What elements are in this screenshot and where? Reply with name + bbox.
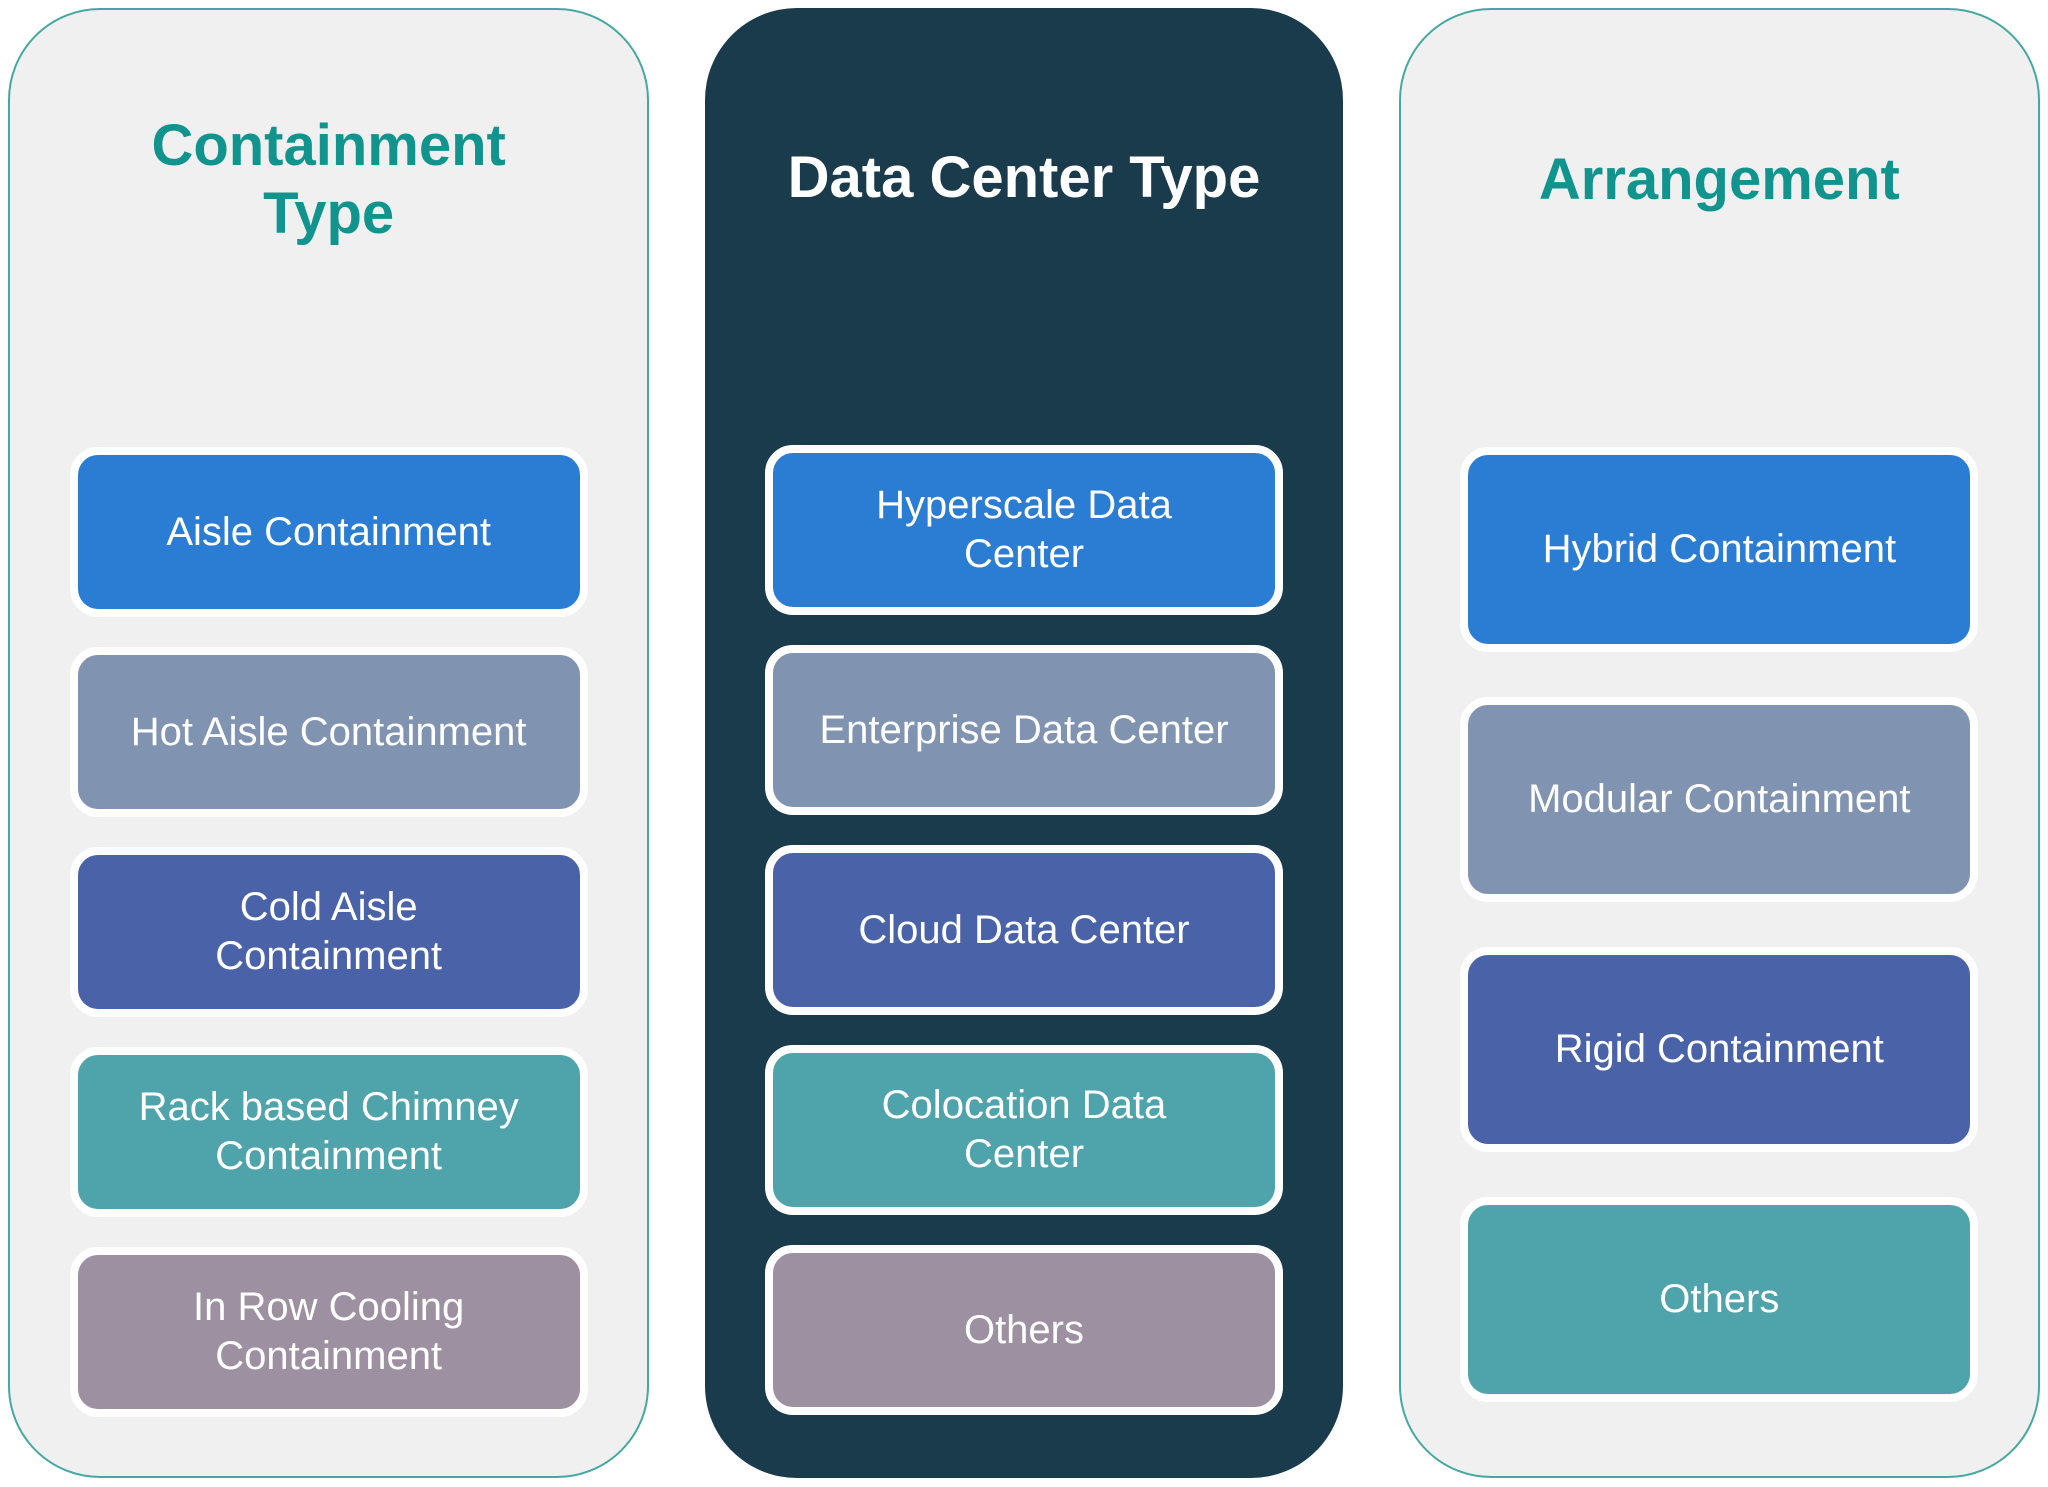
box-label: In Row Cooling Containment bbox=[193, 1285, 465, 1378]
data-center-type-boxes: Hyperscale Data Center Enterprise Data C… bbox=[705, 445, 1342, 1415]
data-center-type-title: Data Center Type bbox=[705, 78, 1342, 278]
box-rigid-containment: Rigid Containment bbox=[1460, 947, 1979, 1152]
box-label: Hot Aisle Containment bbox=[130, 709, 527, 754]
arrangement-title-text: Arrangement bbox=[1538, 146, 1900, 212]
box-label: Aisle Containment bbox=[166, 509, 491, 554]
box-cold-aisle-containment: Cold Aisle Containment bbox=[69, 847, 588, 1017]
arrangement-title: Arrangement bbox=[1401, 80, 2038, 280]
box-label: Hyperscale Data Center bbox=[876, 483, 1172, 576]
box-rack-based-chimney-containment: Rack based Chimney Containment bbox=[69, 1047, 588, 1217]
box-label: Rack based Chimney Containment bbox=[138, 1085, 519, 1178]
box-label: Cold Aisle Containment bbox=[215, 885, 443, 978]
panel-data-center-type: Data Center Type Hyperscale Data Center … bbox=[705, 8, 1343, 1478]
panel-arrangement: Arrangement Hybrid Containment Modular C… bbox=[1398, 8, 2040, 1478]
box-label: Rigid Containment bbox=[1554, 1027, 1884, 1072]
box-in-row-cooling-containment: In Row Cooling Containment bbox=[69, 1247, 588, 1417]
containment-type-title: Containment Type bbox=[10, 80, 647, 280]
box-label: Colocation Data Center bbox=[881, 1083, 1167, 1176]
box-label: Hybrid Containment bbox=[1542, 527, 1897, 572]
box-others-data-center: Others bbox=[764, 1245, 1283, 1415]
box-hyperscale-data-center: Hyperscale Data Center bbox=[764, 445, 1283, 615]
box-hot-aisle-containment: Hot Aisle Containment bbox=[69, 647, 588, 817]
box-label: Enterprise Data Center bbox=[819, 707, 1229, 752]
box-enterprise-data-center: Enterprise Data Center bbox=[764, 645, 1283, 815]
panel-row: Containment Type Aisle Containment Hot A… bbox=[8, 8, 2040, 1478]
box-others-arrangement: Others bbox=[1460, 1197, 1979, 1402]
containment-type-title-text: Containment Type bbox=[151, 112, 506, 246]
containment-type-boxes: Aisle Containment Hot Aisle Containment … bbox=[10, 447, 647, 1417]
box-label: Others bbox=[963, 1307, 1084, 1352]
data-center-type-title-text: Data Center Type bbox=[787, 144, 1261, 210]
box-colocation-data-center: Colocation Data Center bbox=[764, 1045, 1283, 1215]
box-modular-containment: Modular Containment bbox=[1460, 697, 1979, 902]
panel-containment-type: Containment Type Aisle Containment Hot A… bbox=[8, 8, 650, 1478]
box-label: Cloud Data Center bbox=[858, 907, 1190, 952]
box-hybrid-containment: Hybrid Containment bbox=[1460, 447, 1979, 652]
box-aisle-containment: Aisle Containment bbox=[69, 447, 588, 617]
box-label: Modular Containment bbox=[1528, 777, 1911, 822]
box-label: Others bbox=[1659, 1277, 1780, 1322]
box-cloud-data-center: Cloud Data Center bbox=[764, 845, 1283, 1015]
arrangement-boxes: Hybrid Containment Modular Containment R… bbox=[1401, 447, 2038, 1402]
